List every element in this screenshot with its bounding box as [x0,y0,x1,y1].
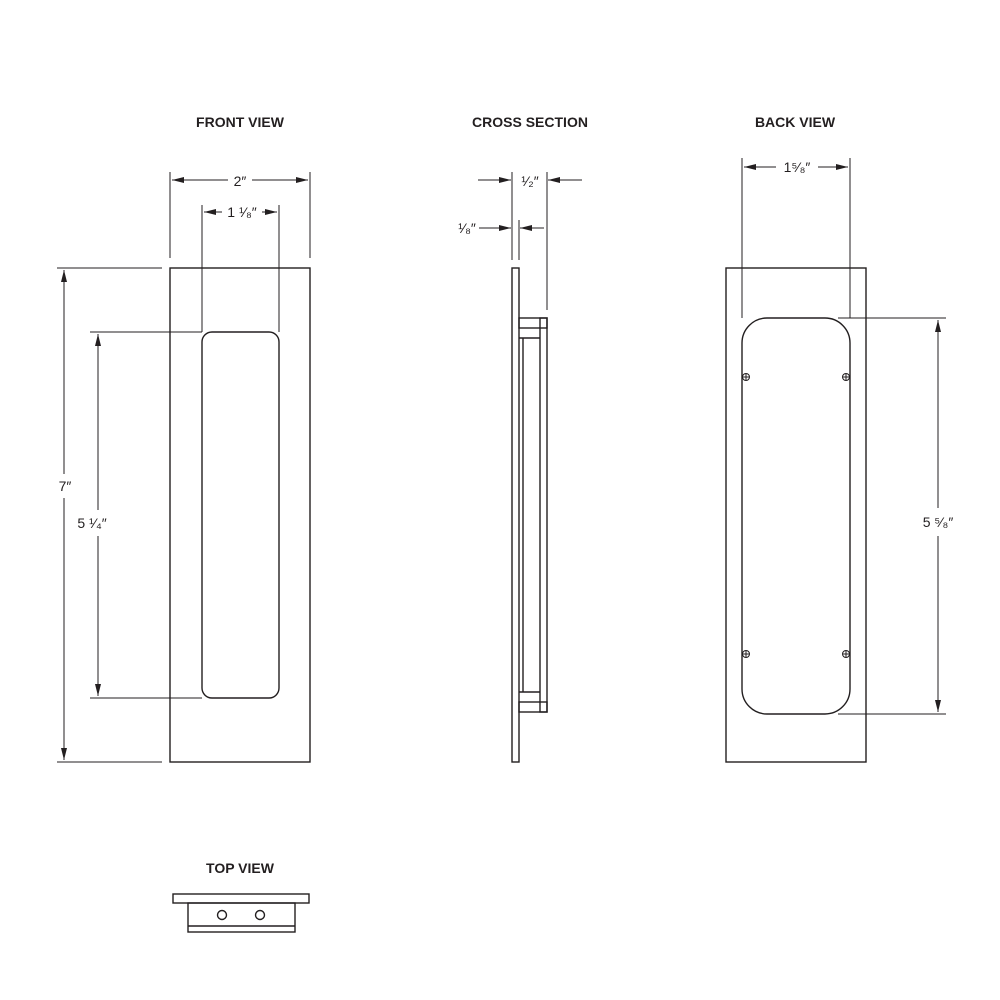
back-view: 1⁵⁄₈″ 5 ⁵⁄₈″ [725,158,954,763]
top-view [172,893,310,933]
back-body-outline [741,317,851,715]
cross-wall [539,317,548,713]
top-view-title: TOP VIEW [206,860,275,876]
screw-hole-icon [216,909,228,921]
back-plate-outline [725,267,867,763]
top-flange [172,893,310,904]
screw-hole-icon [254,909,266,921]
top-body [187,902,296,933]
front-height-label: 7″ [59,478,72,494]
cross-section-view: ¹⁄₂″ ¹⁄₈″ [458,172,582,763]
cross-plate-label: ¹⁄₈″ [458,220,476,236]
front-width-label: 2″ [234,173,247,189]
front-view: 2″ 1 ¹⁄₈″ 7″ 5 ¹⁄₄″ [57,172,311,763]
front-view-title: FRONT VIEW [196,114,285,130]
back-height-label: 5 ⁵⁄₈″ [923,514,954,530]
front-recess-width-label: 1 ¹⁄₈″ [227,204,256,220]
back-width-label: 1⁵⁄₈″ [784,159,811,175]
front-recess-outline [201,331,280,699]
cross-depth-label: ¹⁄₂″ [521,173,538,189]
front-plate-outline [169,267,311,763]
cross-plate [511,267,520,763]
back-view-title: BACK VIEW [755,114,836,130]
screw-icon [742,373,850,658]
front-recess-height-label: 5 ¹⁄₄″ [77,515,106,531]
cross-section-title: CROSS SECTION [472,114,588,130]
